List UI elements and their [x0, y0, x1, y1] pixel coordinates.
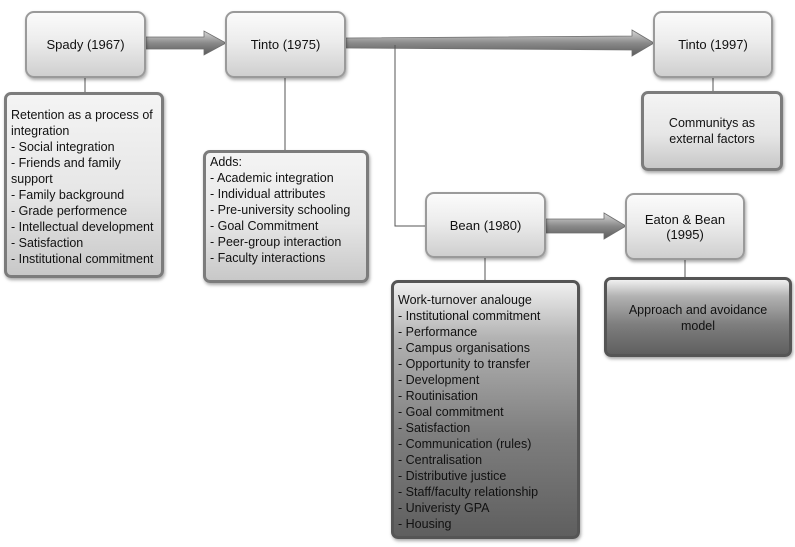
node-eaton-bean-1995: Eaton & Bean (1995): [625, 193, 745, 260]
list-item: integration: [11, 124, 70, 138]
list-item: - Staff/faculty relationship: [398, 485, 539, 499]
list-item: - Distributive justice: [398, 469, 507, 483]
list-item: - Routinisation: [398, 389, 478, 403]
list-item: - Academic integration: [210, 171, 334, 185]
list-item: - Housing: [398, 517, 452, 531]
list-item: - Grade performence: [11, 204, 128, 218]
list-item: Adds:: [210, 155, 242, 169]
list-item: - Institutional commitment: [11, 252, 154, 266]
box-eaton-bean-model: Approach and avoidance model: [604, 277, 792, 357]
arrow-bean-to-eaton-bean: [545, 212, 627, 240]
box-spady-attributes: Retention as a process of integration - …: [4, 92, 164, 278]
node-bean-1980: Bean (1980): [425, 192, 546, 258]
list-item: - Faculty interactions: [210, 251, 326, 265]
list-item: - Satisfaction: [11, 236, 84, 250]
list-item: - Peer-group interaction: [210, 235, 342, 249]
list-item: - Performance: [398, 325, 478, 339]
list-item: Retention as a process of: [11, 108, 153, 122]
arrow-spady-to-tinto1975: [145, 30, 227, 56]
box-tinto-1975-additions: Adds: - Academic integration - Individua…: [203, 150, 369, 283]
list-item: - Pre-university schooling: [210, 203, 351, 217]
box-text: Communitys as external factors: [668, 116, 756, 146]
node-tinto-1975: Tinto (1975): [225, 11, 346, 78]
list-item: - Intellectual development: [11, 220, 154, 234]
box-text: Approach and avoidance model: [628, 303, 768, 333]
node-tinto-1997: Tinto (1997): [653, 11, 773, 78]
list-item: - Satisfaction: [398, 421, 471, 435]
box-tinto-1997-factors: Communitys as external factors: [641, 91, 783, 171]
list-item: - Social integration: [11, 140, 115, 154]
list-item: - Individual attributes: [210, 187, 326, 201]
list-item: support: [11, 172, 53, 186]
connector-tinto1975-to-bean: [394, 45, 427, 227]
list-item: - Univeristy GPA: [398, 501, 490, 515]
list-item: - Centralisation: [398, 453, 483, 467]
list-item: - Goal Commitment: [210, 219, 319, 233]
node-spady-1967: Spady (1967): [25, 11, 146, 78]
list-item: - Goal commitment: [398, 405, 504, 419]
list-item: - Communication (rules): [398, 437, 532, 451]
box-bean-attributes: Work-turnover analouge - Institutional c…: [391, 280, 580, 539]
list-item: - Campus organisations: [398, 341, 531, 355]
list-item: Work-turnover analouge: [398, 293, 532, 307]
list-item: - Opportunity to transfer: [398, 357, 531, 371]
list-item: - Friends and family: [11, 156, 121, 170]
arrow-tinto1975-to-tinto1997: [345, 29, 655, 57]
list-item: - Development: [398, 373, 480, 387]
list-item: - Institutional commitment: [398, 309, 541, 323]
list-item: - Family background: [11, 188, 125, 202]
